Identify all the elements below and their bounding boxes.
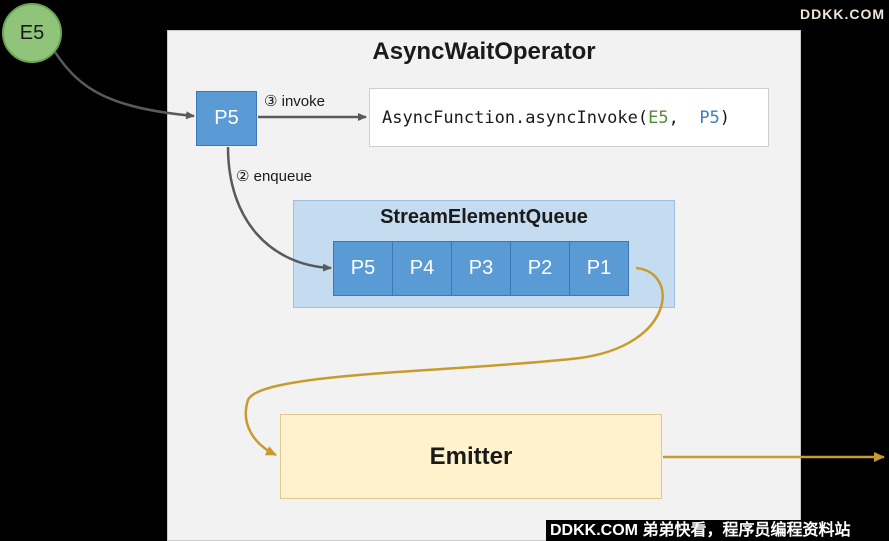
arrow-event-to-promise — [53, 51, 195, 120]
queue-slot: P3 — [451, 241, 511, 296]
call-arg-e5: E5 — [648, 107, 669, 128]
call-suffix: ) — [719, 107, 731, 128]
emitter-box: Emitter — [280, 414, 662, 499]
enqueue-label: ② enqueue — [236, 168, 313, 185]
input-event-e5: E5 — [2, 3, 62, 63]
call-separator: , — [668, 107, 700, 128]
invoke-label: ③ invoke — [264, 93, 325, 110]
queue-slot: P1 — [569, 241, 629, 296]
queue-slots: P5 P4 P3 P2 P1 — [333, 241, 629, 296]
call-arg-p5: P5 — [699, 107, 720, 128]
operator-title: AsyncWaitOperator — [372, 38, 596, 65]
watermark-top: DDKK.COM — [800, 6, 885, 22]
arrow-enqueue — [226, 146, 332, 272]
queue-slot: P5 — [333, 241, 393, 296]
watermark-bottom: DDKK.COM 弟弟快看，程序员编程资料站 — [546, 520, 855, 541]
promise-p5: P5 — [196, 91, 257, 146]
call-prefix: AsyncFunction.asyncInvoke( — [382, 107, 649, 128]
queue-slot: P4 — [392, 241, 452, 296]
arrow-p1-to-emitter — [244, 266, 664, 457]
queue-title: StreamElementQueue — [380, 206, 588, 228]
async-invoke-call-box: AsyncFunction.asyncInvoke(E5, P5) — [369, 88, 769, 147]
